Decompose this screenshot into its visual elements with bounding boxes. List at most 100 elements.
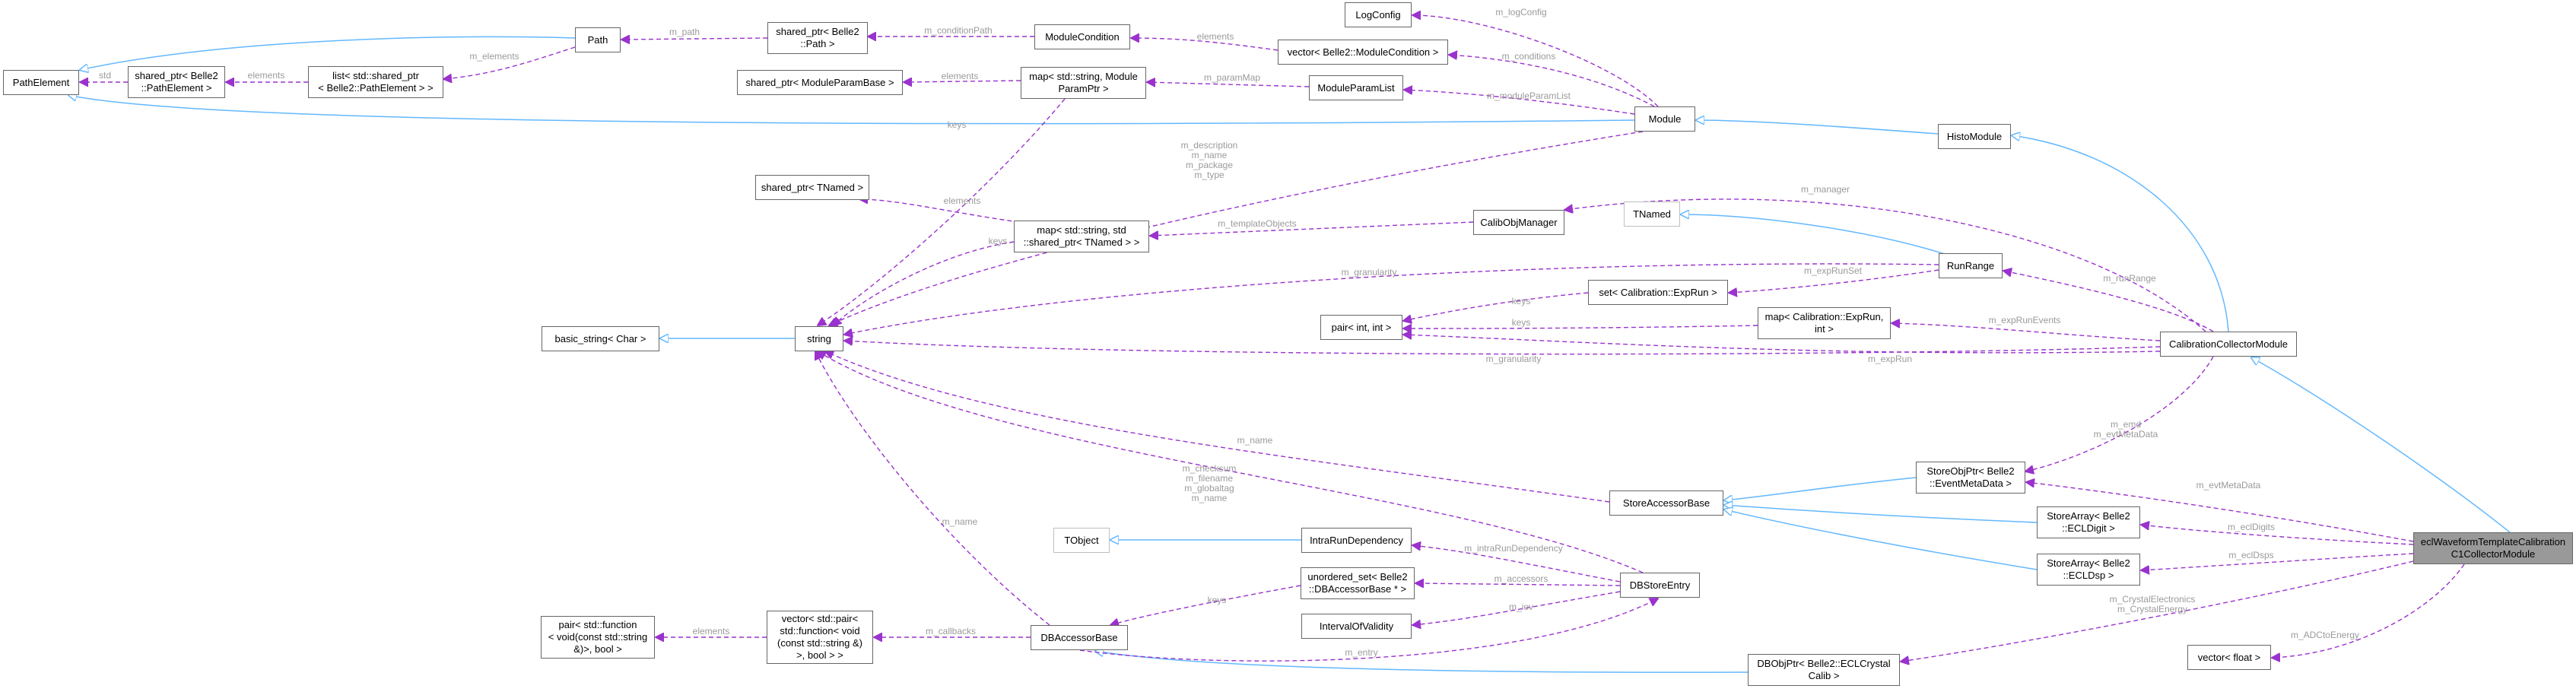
node-db-store-entry[interactable]: DBStoreEntry: [1620, 573, 1700, 598]
edge-runrange-exprunset-label: m_expRunSet: [1804, 265, 1863, 276]
edge-module-logconfig: [1412, 15, 1659, 107]
node-path[interactable]: Path: [575, 27, 621, 52]
edge-ccm-runrange: [2003, 271, 2214, 332]
edge-map-elements-tnamed: [859, 199, 1035, 225]
node-map-module-param-ptr[interactable]: map< std::string, Module ParamPtr >: [1021, 67, 1146, 99]
node-module-param-list[interactable]: ModuleParamList: [1309, 75, 1403, 100]
edge-string-keys-param-label: keys: [948, 119, 967, 130]
edge-dbstore-iov-label: m_iov: [1509, 602, 1533, 612]
edge-module-conditions: [1449, 55, 1655, 107]
edge-ecldigit-inherits-sab: [1724, 505, 2038, 523]
node-calib-obj-manager[interactable]: CalibObjManager: [1473, 210, 1564, 235]
edge-path-m-elements-label: m_elements: [469, 51, 519, 62]
node-module[interactable]: Module: [1634, 106, 1695, 132]
edge-path-m-elements: [443, 46, 576, 79]
node-shared-ptr-module-param-base[interactable]: shared_ptr< ModuleParamBase >: [737, 70, 903, 95]
edge-vector-elements-condition-label: elements: [1197, 31, 1234, 42]
edge-map-elements-parambase-label: elements: [942, 71, 979, 81]
node-store-array-ecl-dsp[interactable]: StoreArray< Belle2 ::ECLDsp >: [2037, 554, 2140, 586]
edge-paramlist-parammap-label: m_paramMap: [1204, 72, 1260, 83]
edge-dba-callbacks-label: m_callbacks: [926, 626, 976, 636]
node-set-exp-run[interactable]: set< Calibration::ExpRun >: [1588, 280, 1728, 305]
edge-focus-adctoenergy-label: m_ADCtoEnergy: [2291, 630, 2359, 640]
edge-string-granularity-run: [844, 263, 1939, 335]
edge-string-name-dba-label: m_name: [942, 516, 978, 527]
node-vector-pair-function[interactable]: vector< std::pair< std::function< void (…: [767, 611, 873, 664]
edge-ccm-granularity-label: m_granularity: [1486, 354, 1542, 364]
node-map-shared-ptr-tnamed[interactable]: map< std::string, std ::shared_ptr< TNam…: [1014, 221, 1149, 252]
edge-module-condition-path-label: m_conditionPath: [924, 25, 992, 36]
edge-focus-ecldigits: [2141, 525, 2414, 545]
node-db-obj-ptr-ecl-crystal-calib[interactable]: DBObjPtr< Belle2::ECLCrystal Calib >: [1748, 654, 1900, 686]
node-store-accessor-base[interactable]: StoreAccessorBase: [1609, 490, 1723, 516]
node-pair-int-int[interactable]: pair< int, int >: [1320, 315, 1402, 340]
node-vector-float[interactable]: vector< float >: [2187, 645, 2271, 670]
edge-string-keys-param: [818, 98, 1066, 325]
node-module-condition[interactable]: ModuleCondition: [1034, 24, 1130, 49]
node-shared-ptr-tnamed[interactable]: shared_ptr< TNamed >: [755, 175, 869, 200]
edge-storeobjptr-inherits-sab: [1724, 477, 1917, 500]
edge-runrange-inherits-tnamed: [1681, 214, 1948, 256]
edge-vector-elements-pair-label: elements: [693, 626, 730, 636]
edge-string-name-sab-label: m_name: [1237, 435, 1273, 446]
node-string[interactable]: string: [795, 326, 843, 351]
edge-focus-ecldsps: [2141, 553, 2414, 570]
edge-shared-ptr-path-m-path-label: m_path: [669, 27, 700, 37]
edge-map-keys-pair: [1403, 325, 1758, 329]
edge-set-keys-pair-label: keys: [1512, 296, 1531, 306]
edge-module-conditions-label: m_conditions: [1502, 51, 1556, 62]
node-list-shared-ptr[interactable]: list< std::shared_ptr < Belle2::PathElem…: [308, 66, 443, 98]
node-basic-string[interactable]: basic_string< Char >: [542, 326, 659, 351]
edge-string-keys-tnamed-label: keys: [989, 236, 1008, 246]
node-histo-module[interactable]: HistoModule: [1938, 124, 2011, 149]
node-store-array-ecl-digit[interactable]: StoreArray< Belle2 ::ECLDigit >: [2037, 506, 2140, 538]
node-path-element[interactable]: PathElement: [3, 70, 79, 95]
node-unordered-set-db-accessor[interactable]: unordered_set< Belle2 ::DBAccessorBase *…: [1301, 567, 1415, 599]
node-calibration-collector-module[interactable]: CalibrationCollectorModule: [2160, 332, 2297, 357]
edge-list-elements-label: elements: [248, 70, 285, 81]
edge-unordered-keys-dba: [1110, 585, 1301, 625]
node-tobject[interactable]: TObject: [1053, 528, 1110, 553]
node-focus-module[interactable]: eclWaveformTemplateCalibration C1Collect…: [2413, 532, 2573, 564]
edge-module-inherits-pathelement: [68, 95, 1635, 125]
edge-dba-entry-label: m_entry: [1345, 647, 1377, 658]
node-interval-of-validity[interactable]: IntervalOfValidity: [1301, 614, 1412, 639]
edge-focus-crystal: [1901, 560, 2414, 662]
edge-focus-inherits-ccm: [2251, 357, 2511, 533]
edge-string-granularity-run-label: m_granularity: [1342, 267, 1397, 278]
node-db-accessor-base[interactable]: DBAccessorBase: [1031, 625, 1128, 650]
node-log-config[interactable]: LogConfig: [1345, 2, 1412, 27]
edge-module-paramlist-label: m_moduleParamList: [1487, 90, 1571, 101]
node-run-range[interactable]: RunRange: [1939, 253, 2003, 278]
edge-dbstore-intrarun-label: m_intraRunDependency: [1464, 543, 1562, 554]
edge-histomodule-inherits-module: [1696, 120, 1939, 135]
edge-calibobj-templateobjects-label: m_templateObjects: [1218, 218, 1296, 229]
edge-calibobj-templateobjects: [1150, 221, 1474, 236]
edge-module-logconfig-label: m_logConfig: [1495, 7, 1546, 17]
edge-ccm-manager: [1564, 198, 2206, 332]
edge-map-keys-pair-label: keys: [1512, 317, 1531, 328]
node-shared-ptr-path[interactable]: shared_ptr< Belle2 ::Path >: [767, 22, 868, 54]
edge-map-elements-parambase: [904, 81, 1021, 82]
edge-unordered-keys-dba-label: keys: [1208, 595, 1227, 605]
node-tnamed[interactable]: TNamed: [1624, 202, 1680, 227]
edge-string-dbstore: [818, 351, 1644, 573]
edge-vector-elements-condition: [1131, 38, 1278, 51]
edge-focus-evtmetadata-label: m_evtMetaData: [2196, 480, 2261, 490]
node-shared-ptr-path-element[interactable]: shared_ptr< Belle2 ::PathElement >: [128, 66, 225, 98]
edge-focus-ecldsps-label: m_eclDsps: [2228, 550, 2273, 560]
edge-string-module: [829, 131, 1644, 325]
node-pair-std-function[interactable]: pair< std::function < void(const std::st…: [541, 616, 655, 659]
edge-dbstore-accessors: [1415, 583, 1621, 586]
node-store-obj-ptr-event-meta[interactable]: StoreObjPtr< Belle2 ::EventMetaData >: [1916, 462, 2025, 494]
edge-focus-evtmetadata: [2026, 482, 2414, 542]
node-vector-module-condition[interactable]: vector< Belle2::ModuleCondition >: [1278, 40, 1448, 65]
edge-ccm-exprunevents-label: m_expRunEvents: [1989, 315, 2061, 325]
edge-dbstore-intrarun: [1412, 545, 1621, 582]
edge-focus-ecldigits-label: m_eclDigits: [2228, 522, 2275, 532]
edge-focus-adctoenergy: [2272, 563, 2465, 658]
node-map-exp-run[interactable]: map< Calibration::ExpRun, int >: [1758, 307, 1891, 339]
node-intra-run-dependency[interactable]: IntraRunDependency: [1301, 528, 1412, 553]
